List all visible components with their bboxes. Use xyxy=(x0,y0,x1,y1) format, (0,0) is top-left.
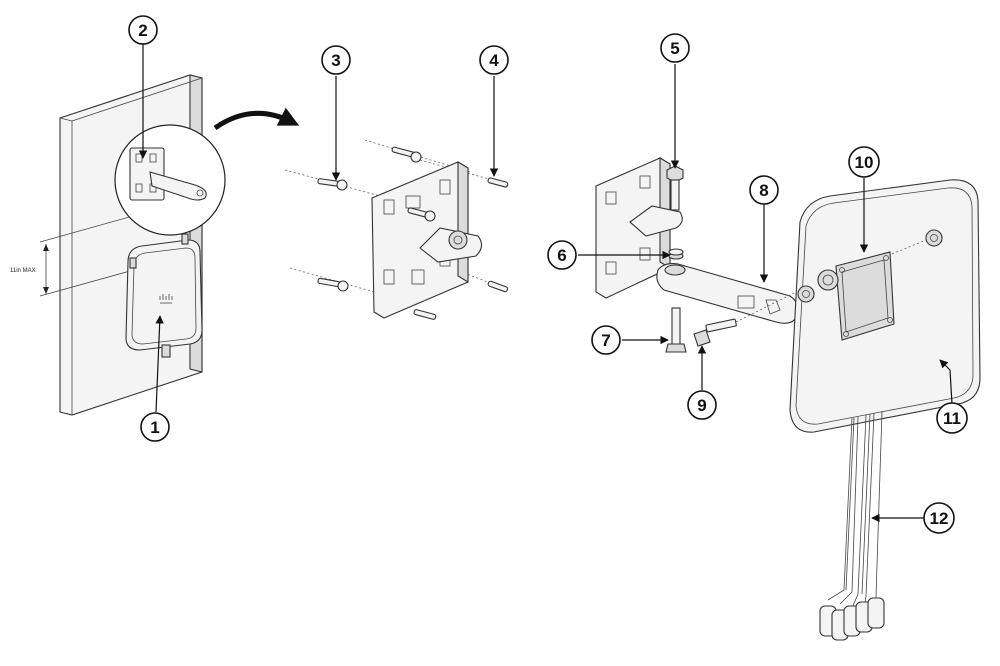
callouts: 2 1 3 4 5 6 7 8 xyxy=(128,15,968,534)
svg-text:11: 11 xyxy=(943,409,961,428)
dimension-indicator: 11in MAX xyxy=(10,213,141,297)
antenna-panel xyxy=(789,179,981,433)
callout-5: 5 xyxy=(660,33,690,63)
antenna-cables xyxy=(819,410,885,641)
screw-lower-left xyxy=(317,277,349,292)
svg-text:9: 9 xyxy=(697,396,706,415)
callout-1: 1 xyxy=(140,412,170,442)
screw-center xyxy=(407,207,436,222)
callout-2: 2 xyxy=(128,15,158,45)
callout-7: 7 xyxy=(591,325,621,355)
access-point-small xyxy=(125,233,203,358)
antenna-assembly xyxy=(595,157,981,641)
svg-text:4: 4 xyxy=(489,51,499,70)
callout-11: 11 xyxy=(936,402,968,434)
wall-assembly: 11in MAX xyxy=(10,74,300,416)
callout-9: 9 xyxy=(687,390,717,420)
screw-top-left xyxy=(391,146,422,163)
svg-text:2: 2 xyxy=(138,21,147,40)
bolt-horizontal xyxy=(693,318,737,347)
svg-text:12: 12 xyxy=(930,509,949,528)
washer xyxy=(668,248,684,260)
callout-12: 12 xyxy=(923,502,955,534)
screw-bottom xyxy=(413,309,437,320)
screw-left xyxy=(317,178,348,191)
bracket-detail-circle xyxy=(114,124,226,236)
bracket-exploded xyxy=(284,139,509,320)
svg-text:5: 5 xyxy=(670,39,679,58)
svg-text:8: 8 xyxy=(759,181,768,200)
cable-connectors xyxy=(819,597,885,641)
transition-arrow xyxy=(213,107,300,131)
callout-8: 8 xyxy=(749,175,779,205)
svg-text:6: 6 xyxy=(557,246,566,265)
logo-mark xyxy=(159,294,173,304)
screw-lower-right xyxy=(487,280,509,293)
callout-10: 10 xyxy=(848,146,880,178)
leader-lines xyxy=(138,44,953,523)
callout-4: 4 xyxy=(479,45,509,75)
mounting-plate xyxy=(835,251,895,341)
svg-text:3: 3 xyxy=(331,51,340,70)
svg-text:10: 10 xyxy=(855,153,874,172)
callout-6: 6 xyxy=(547,240,577,270)
svg-text:7: 7 xyxy=(601,331,610,350)
screw-right xyxy=(487,177,509,188)
svg-text:1: 1 xyxy=(150,418,159,437)
hex-nut xyxy=(666,165,684,211)
bolt-vertical xyxy=(665,307,687,353)
callout-3: 3 xyxy=(321,45,351,75)
dimension-label: 11in MAX xyxy=(10,268,36,274)
